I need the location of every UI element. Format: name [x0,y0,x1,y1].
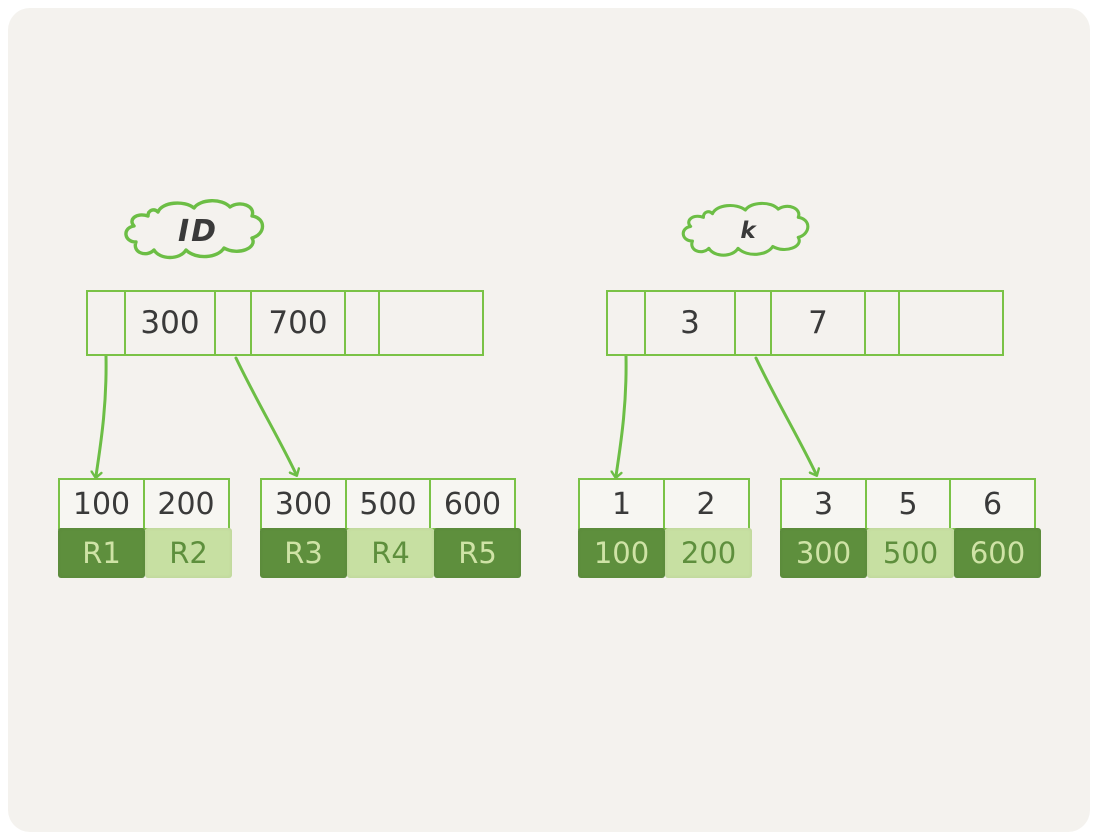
leaf-key-cell[interactable]: 1 [578,478,665,530]
leaf-payload-cell[interactable]: R4 [347,528,434,578]
leaf-key-cell[interactable]: 300 [260,478,347,530]
leaf-payload-row: 300 500 600 [780,528,1041,578]
leaf-payload-cell[interactable]: R2 [145,528,232,578]
leaf-node-id-1: 100 200 R1 R2 [58,478,232,580]
leaf-payload-cell[interactable]: 100 [578,528,665,578]
arrow-k-root-to-leaf-2 [754,356,816,474]
leaf-node-k-1: 1 2 100 200 [578,478,752,580]
leaf-node-k-2: 3 5 6 300 500 600 [780,478,1041,580]
leaf-payload-cell[interactable]: R1 [58,528,145,578]
index-node-k-root: 3 7 [606,290,1004,356]
index-cell-pointer-0[interactable] [86,290,126,356]
cloud-shape-icon [681,201,810,257]
index-cell-pointer-2[interactable] [344,290,380,356]
leaf-payload-row: R3 R4 R5 [260,528,521,578]
leaf-node-id-2: 300 500 600 R3 R4 R5 [260,478,521,580]
leaf-key-row: 300 500 600 [260,478,521,530]
index-cell-pointer-0[interactable] [606,290,646,356]
cloud-label-k: k [676,200,822,262]
leaf-key-cell[interactable]: 5 [864,478,952,530]
index-cell-key-700[interactable]: 700 [249,290,347,356]
diagram-canvas: ID k 300 700 3 7 100 200 R1 R2 [8,8,1090,832]
index-node-id-root: 300 700 [86,290,484,356]
leaf-payload-cell[interactable]: R3 [260,528,347,578]
leaf-payload-cell[interactable]: 300 [780,528,867,578]
leaf-key-cell[interactable]: 2 [662,478,750,530]
leaf-payload-row: 100 200 [578,528,752,578]
index-cell-key-3[interactable]: 3 [643,290,737,356]
leaf-key-cell[interactable]: 100 [58,478,145,530]
cloud-label-k-text: k [740,218,758,244]
index-cell-pointer-1[interactable] [214,290,252,356]
leaf-payload-cell[interactable]: 200 [665,528,752,578]
arrow-k-root-to-leaf-1 [616,354,628,476]
leaf-key-row: 3 5 6 [780,478,1041,530]
index-cell-pointer-2[interactable] [864,290,900,356]
index-cell-key-7[interactable]: 7 [769,290,867,356]
index-cell-empty[interactable] [377,290,484,356]
leaf-key-row: 1 2 [578,478,752,530]
leaf-payload-row: R1 R2 [58,528,232,578]
leaf-key-cell[interactable]: 600 [429,478,516,530]
cloud-label-id-text: ID [177,213,219,249]
cloud-shape-icon [124,199,265,260]
arrow-id-root-to-leaf-2 [234,356,296,474]
index-cell-empty[interactable] [897,290,1004,356]
leaf-key-row: 100 200 [58,478,232,530]
leaf-key-cell[interactable]: 200 [142,478,230,530]
index-cell-key-300[interactable]: 300 [123,290,217,356]
leaf-payload-cell[interactable]: R5 [434,528,521,578]
index-cell-pointer-1[interactable] [734,290,772,356]
connector-layer [8,354,1090,832]
leaf-key-cell[interactable]: 500 [344,478,432,530]
arrow-id-root-to-leaf-1 [96,354,108,476]
leaf-payload-cell[interactable]: 500 [867,528,954,578]
leaf-key-cell[interactable]: 6 [949,478,1036,530]
leaf-key-cell[interactable]: 3 [780,478,867,530]
cloud-label-id: ID [118,198,278,264]
leaf-payload-cell[interactable]: 600 [954,528,1041,578]
